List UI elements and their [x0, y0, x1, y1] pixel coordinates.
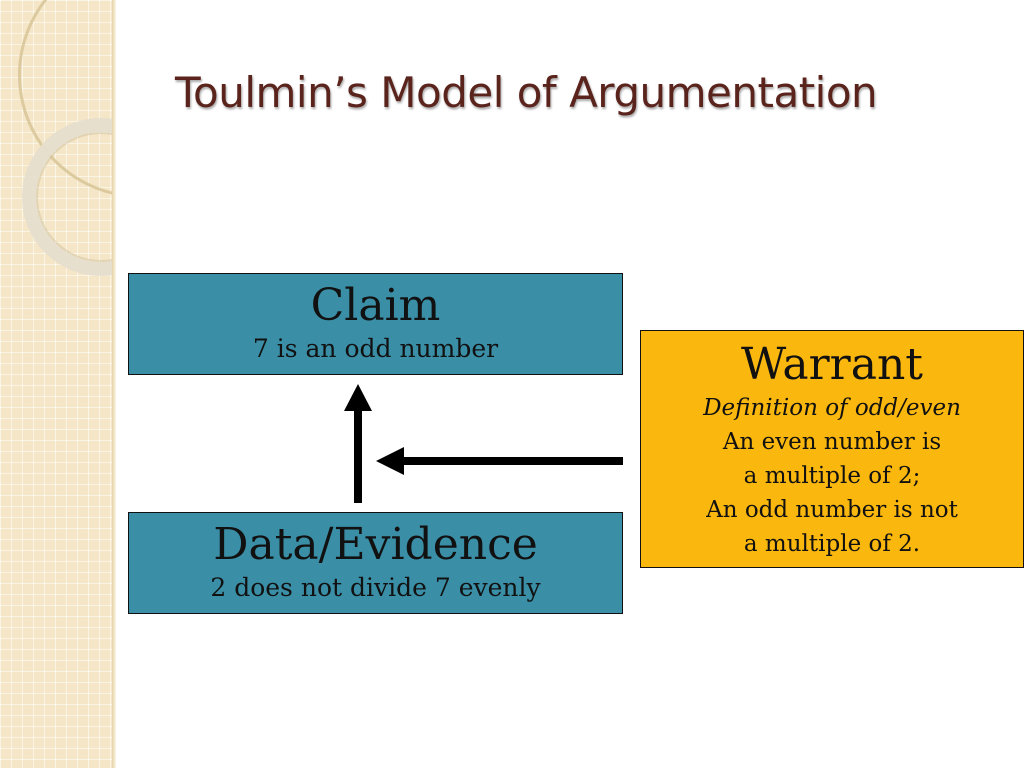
- warrant-to-link-arrow: [376, 447, 623, 475]
- data-evidence-text: 2 does not divide 7 evenly: [210, 573, 541, 602]
- warrant-line: An odd number is not: [706, 497, 958, 523]
- decorative-ring: [22, 118, 112, 276]
- warrant-line: Definition of odd/even: [703, 395, 961, 421]
- data-evidence-box: Data/Evidence 2 does not divide 7 evenly: [128, 512, 623, 614]
- data-evidence-heading: Data/Evidence: [213, 519, 538, 570]
- claim-text: 7 is an odd number: [252, 334, 499, 363]
- data-to-claim-arrow: [344, 384, 372, 503]
- warrant-line: An even number is: [722, 429, 942, 455]
- warrant-line: a multiple of 2;: [743, 463, 921, 489]
- slide-title: Toulmin’s Model of Argumentation: [175, 68, 878, 117]
- warrant-line: a multiple of 2.: [743, 531, 921, 557]
- claim-box: Claim 7 is an odd number: [128, 273, 623, 375]
- decorative-side-strip: [0, 0, 112, 768]
- claim-heading: Claim: [310, 280, 441, 331]
- warrant-box: Warrant Definition of odd/even An even n…: [640, 330, 1024, 568]
- warrant-heading: Warrant: [741, 339, 923, 390]
- side-strip-edge: [112, 0, 116, 768]
